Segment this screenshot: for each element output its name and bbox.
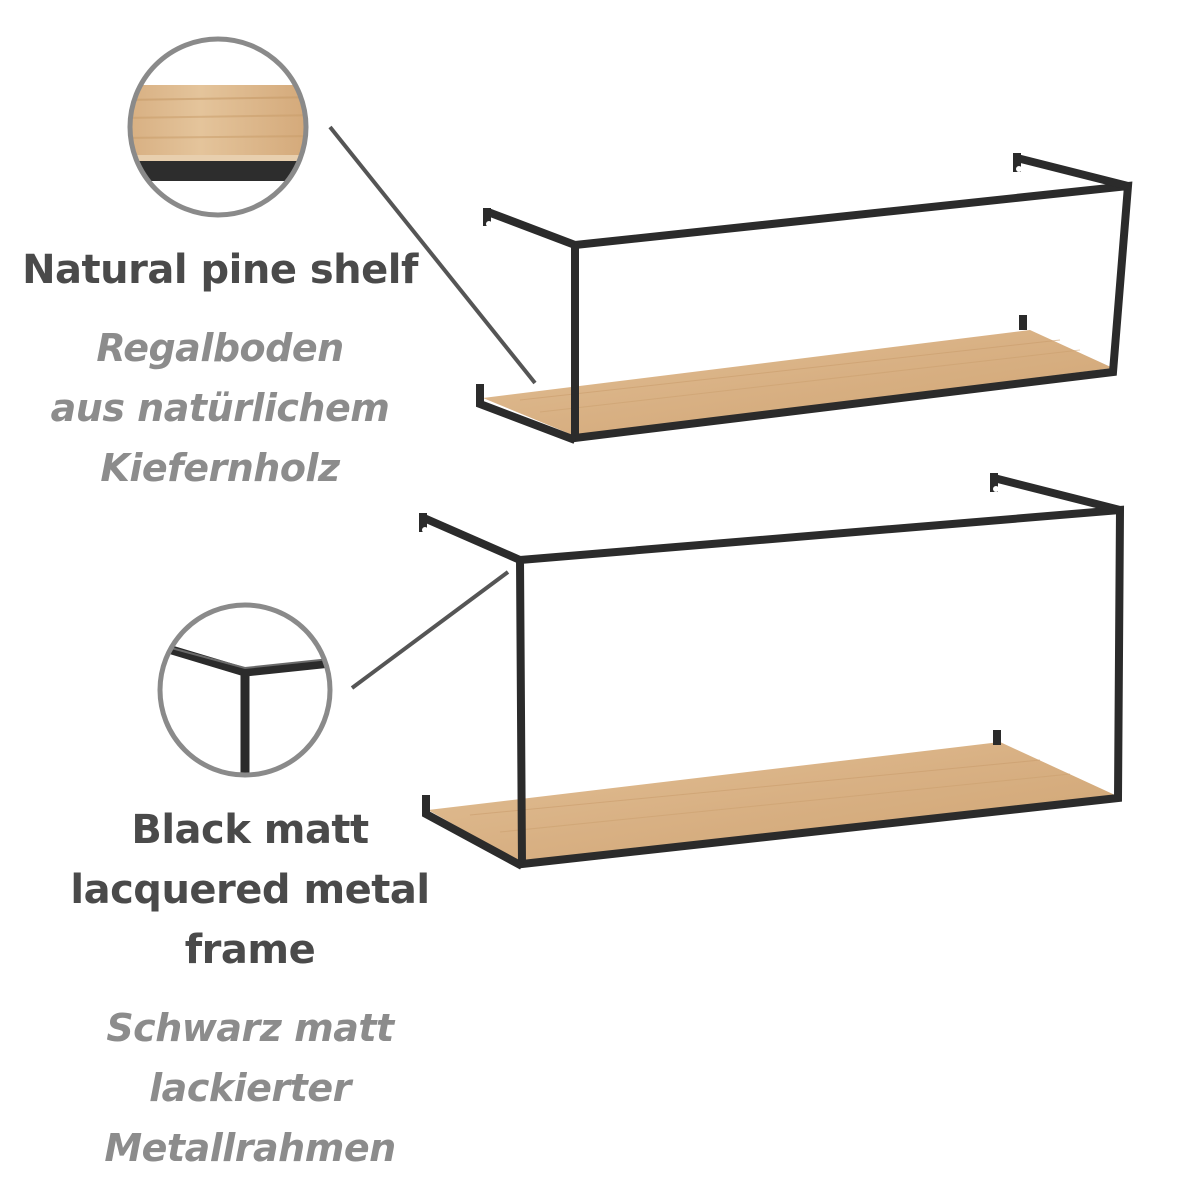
pine-leader-line <box>328 125 537 385</box>
lower-pine-board <box>428 742 1115 862</box>
metal-frame-title: Black matt lacquered metal frame <box>70 807 430 973</box>
pine-detail-zoom-icon <box>127 36 309 218</box>
lower-shelf <box>419 473 1125 870</box>
upper-board-grain <box>519 339 1061 401</box>
metal-frame-subtitle: Schwarz matt lackierter Metallrahmen <box>104 1006 396 1170</box>
frame-leader-line <box>350 570 510 690</box>
upper-metal-frame <box>476 153 1133 444</box>
pine-shelf-subtitle: Regalboden aus natürlichem Kiefernholz <box>50 326 390 490</box>
pine-shelf-title: Natural pine shelf <box>22 247 418 293</box>
frame-corner-zoom-icon <box>157 602 333 778</box>
lower-metal-frame <box>419 473 1125 870</box>
upper-shelf <box>476 153 1133 444</box>
upper-pine-board <box>483 330 1113 436</box>
